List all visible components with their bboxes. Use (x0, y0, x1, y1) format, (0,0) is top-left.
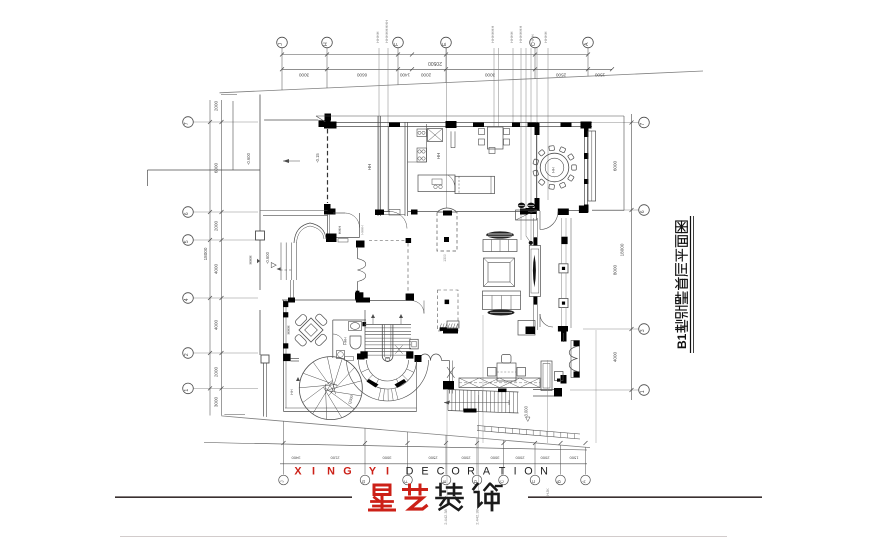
svg-text:J: J (280, 480, 286, 483)
svg-text:HHHHHH: HHHHHH (518, 26, 523, 43)
svg-text:I: I (386, 466, 389, 478)
svg-text:HHHH: HHHH (509, 31, 514, 43)
svg-text:3000: 3000 (298, 73, 309, 78)
svg-text:-0.600: -0.600 (265, 251, 270, 264)
svg-text:B1: B1 (675, 333, 689, 349)
svg-text:I: I (514, 466, 517, 478)
svg-text:HHH: HHH (530, 34, 535, 43)
svg-text:E: E (421, 466, 428, 478)
svg-text:HHHHHH: HHHHHH (490, 26, 495, 43)
svg-text:HHH: HHH (248, 255, 253, 264)
svg-text:A: A (584, 42, 590, 46)
svg-text:1500: 1500 (594, 73, 605, 78)
svg-text:T: T (499, 466, 506, 478)
svg-text:1: 1 (640, 390, 646, 393)
svg-text:8000: 8000 (613, 264, 618, 275)
svg-text:O: O (524, 466, 532, 478)
svg-text:2000: 2000 (515, 456, 525, 461)
svg-text:1400: 1400 (399, 73, 410, 78)
svg-text:6000: 6000 (613, 160, 618, 171)
svg-text:J: J (278, 43, 284, 46)
svg-text:G: G (343, 466, 351, 478)
svg-text:Y: Y (369, 466, 377, 478)
svg-text:18000: 18000 (203, 247, 208, 260)
svg-text:HH: HH (436, 153, 441, 159)
svg-text:2500: 2500 (428, 456, 438, 461)
svg-text:O: O (451, 466, 459, 478)
svg-text:D: D (406, 466, 414, 478)
svg-text:7: 7 (640, 123, 646, 126)
svg-text:2000: 2000 (461, 456, 471, 461)
svg-text:4: 4 (184, 298, 190, 301)
svg-text:HH: HH (552, 167, 556, 173)
svg-text:2100: 2100 (330, 456, 340, 461)
svg-text:HH: HH (290, 389, 294, 395)
svg-text:3000: 3000 (382, 456, 392, 461)
svg-text:C: C (437, 466, 445, 478)
svg-text:2000: 2000 (420, 73, 431, 78)
svg-text:2.442.38: 2.442.38 (443, 508, 448, 524)
svg-text:E: E (442, 480, 448, 483)
svg-text:20500: 20500 (428, 60, 442, 66)
svg-text:B: B (557, 480, 563, 483)
svg-text:F: F (404, 480, 410, 483)
svg-text:-3.000: -3.000 (524, 405, 529, 418)
svg-text:C: C (531, 479, 537, 483)
svg-text:HHH: HHH (286, 325, 291, 334)
svg-text:4000: 4000 (214, 263, 219, 274)
svg-text:1300: 1300 (443, 254, 447, 262)
svg-text:HHH: HHH (344, 337, 348, 345)
svg-text:5: 5 (184, 240, 190, 243)
svg-text:R: R (467, 466, 475, 478)
svg-text:2: 2 (184, 353, 190, 356)
svg-text:1: 1 (184, 389, 190, 392)
svg-text:-0.600: -0.600 (246, 152, 251, 165)
svg-text:6600: 6600 (356, 73, 367, 78)
svg-text:2000: 2000 (214, 366, 219, 377)
svg-text:I: I (312, 466, 315, 478)
svg-text:2000: 2000 (214, 100, 219, 111)
svg-text:6: 6 (640, 210, 646, 213)
svg-text:HHHH: HHHH (543, 31, 548, 43)
svg-text:3000: 3000 (214, 396, 219, 407)
svg-text:A: A (582, 479, 588, 483)
svg-text:HHH: HHH (337, 226, 342, 235)
svg-text:2000: 2000 (540, 456, 550, 461)
svg-text:1500: 1500 (569, 456, 579, 461)
svg-text:F: F (394, 43, 400, 46)
svg-text:X: X (294, 466, 302, 478)
svg-text:2500: 2500 (555, 73, 566, 78)
svg-text:E: E (442, 42, 448, 46)
svg-text:3400: 3400 (291, 456, 301, 461)
svg-text:HH: HH (367, 164, 372, 170)
svg-text:3000: 3000 (490, 456, 500, 461)
svg-text:HJK: HJK (545, 488, 550, 496)
svg-text:3000: 3000 (484, 73, 495, 78)
svg-text:6000: 6000 (214, 162, 219, 173)
svg-text:-0.15: -0.15 (315, 153, 320, 163)
svg-text:Q300: Q300 (348, 395, 354, 405)
svg-text:HHHH: HHHH (361, 225, 365, 235)
svg-text:A: A (483, 466, 491, 478)
svg-text:G: G (361, 479, 367, 483)
svg-text:N: N (540, 466, 548, 478)
svg-text:C: C (531, 42, 537, 46)
svg-text:2000: 2000 (214, 220, 219, 231)
svg-text:4000: 4000 (613, 351, 618, 362)
svg-text:7: 7 (184, 122, 190, 125)
svg-text:H: H (323, 42, 329, 46)
svg-text:18000: 18000 (620, 243, 625, 256)
svg-text:C: C (500, 479, 506, 483)
svg-text:3: 3 (640, 329, 646, 332)
svg-text:D: D (473, 479, 479, 483)
svg-text:2.442.38: 2.442.38 (475, 508, 480, 524)
svg-text:HHHHHHHH: HHHHHHHH (384, 20, 389, 43)
svg-text:4000: 4000 (214, 319, 219, 330)
svg-text:HHHH: HHHH (375, 31, 380, 43)
svg-text:N: N (327, 466, 335, 478)
svg-text:6: 6 (184, 212, 190, 215)
